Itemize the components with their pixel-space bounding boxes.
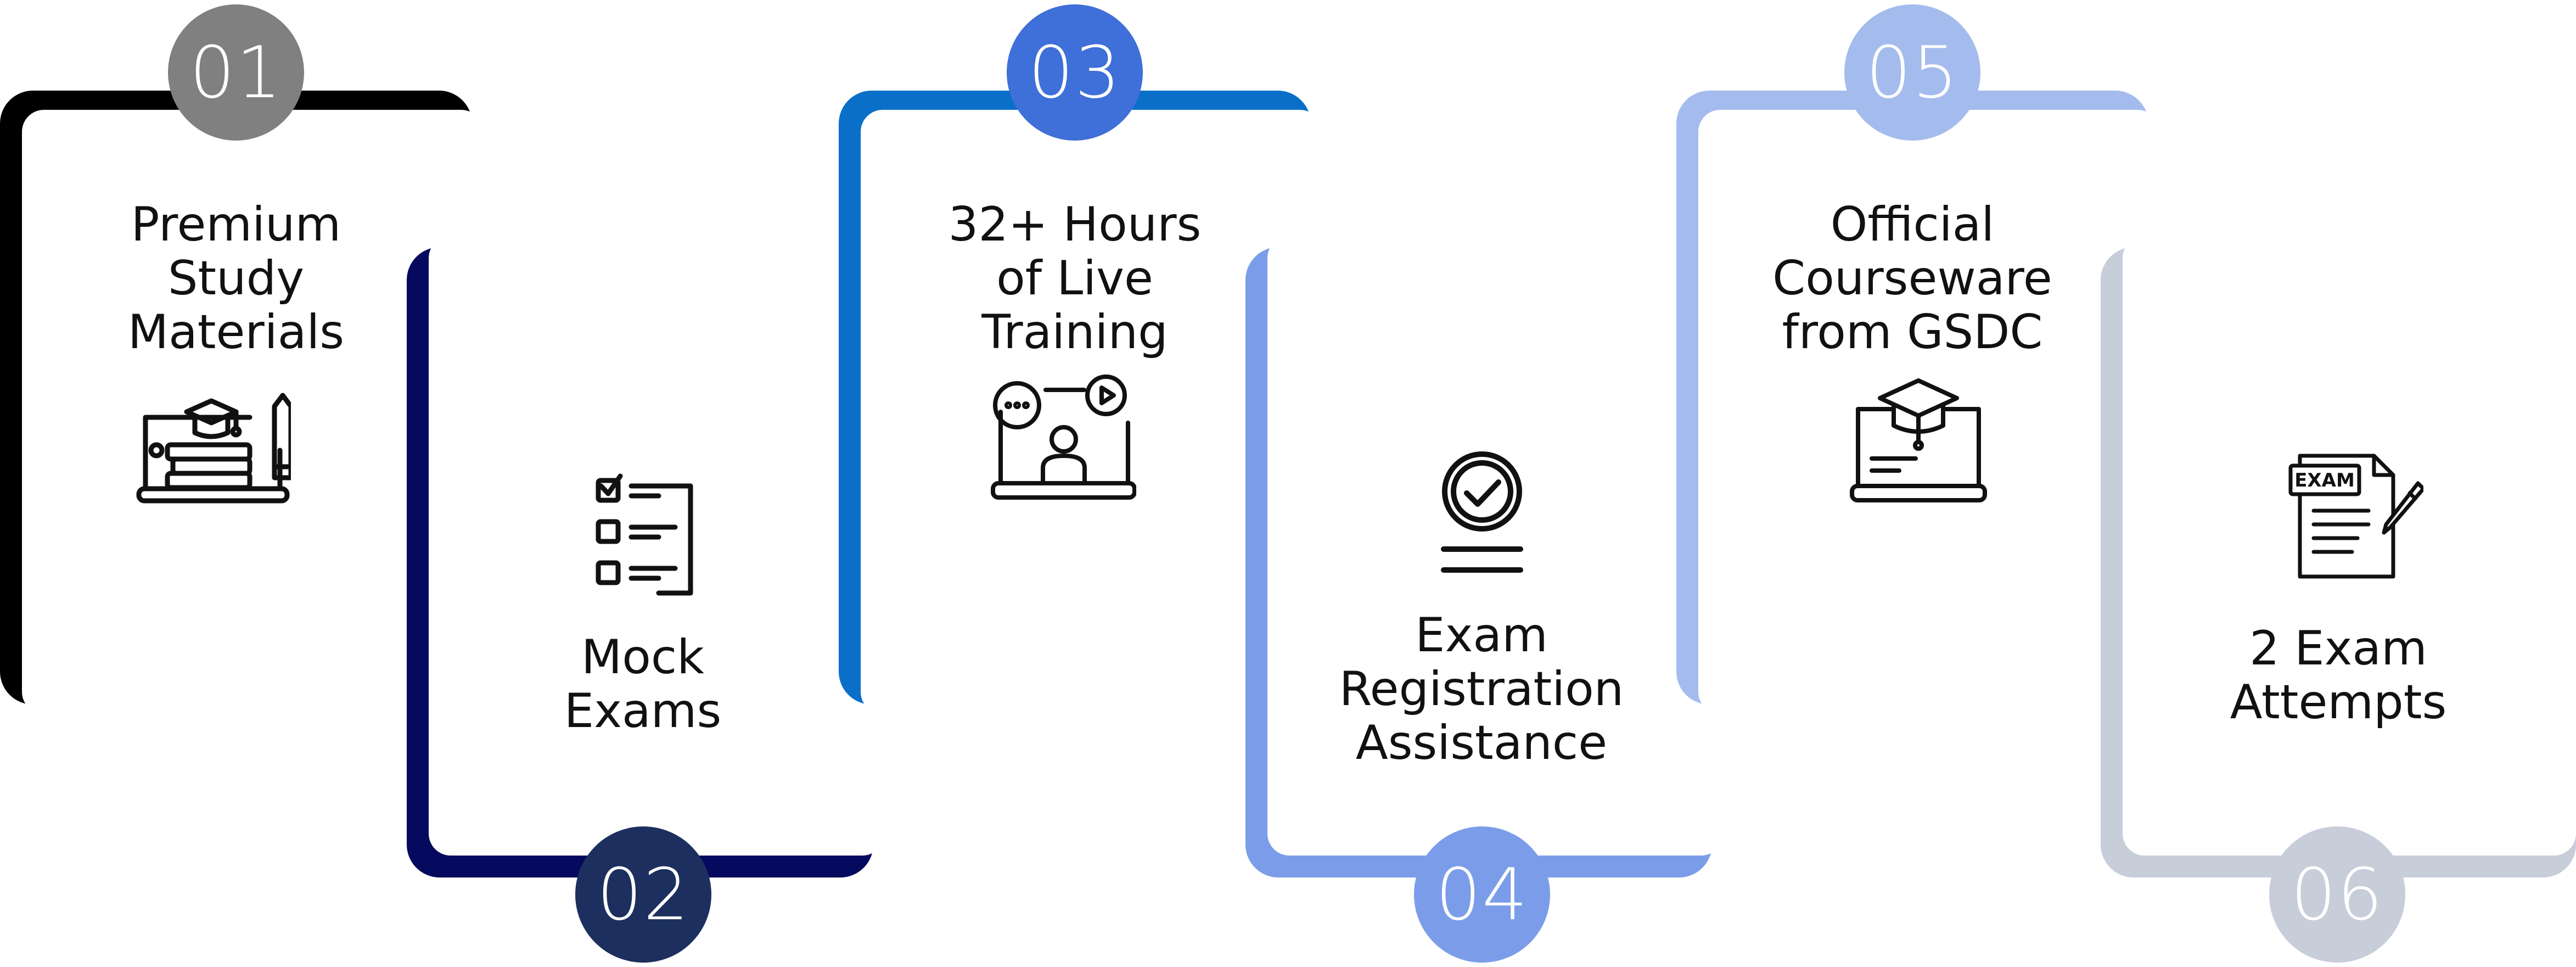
step-title-03: 32+ Hours of Live Training bbox=[948, 197, 1202, 360]
step-title-02: Mock Exams bbox=[564, 630, 722, 739]
card-inner-03 bbox=[861, 110, 1322, 714]
card-inner-02 bbox=[429, 236, 884, 856]
step-number-badge-06: 06 bbox=[2269, 826, 2405, 963]
card-inner-04 bbox=[1267, 236, 1723, 856]
step-title-01: Premium Study Materials bbox=[127, 197, 345, 360]
step-number-badge-04: 04 bbox=[1414, 826, 1550, 963]
step-title-06: 2 Exam Attempts bbox=[2230, 621, 2447, 730]
step-number-badge-02: 02 bbox=[575, 826, 711, 963]
step-number-badge-05: 05 bbox=[1844, 4, 1980, 141]
online-course-icon bbox=[1850, 376, 1987, 508]
step-title-05: Official Courseware from GSDC bbox=[1772, 197, 2052, 360]
card-inner-06 bbox=[2123, 236, 2576, 856]
exam-icon-label: EXAM bbox=[2294, 469, 2355, 491]
live-training-icon bbox=[991, 373, 1136, 508]
exam-paper-icon: EXAM bbox=[2286, 445, 2423, 582]
checklist-icon bbox=[593, 469, 697, 596]
study-materials-icon bbox=[134, 390, 291, 505]
step-title-04: Exam Registration Assistance bbox=[1339, 608, 1624, 770]
step-number-badge-01: 01 bbox=[168, 4, 304, 141]
step-number-badge-03: 03 bbox=[1007, 4, 1143, 141]
check-circle-icon bbox=[1438, 450, 1526, 582]
card-inner-01 bbox=[22, 110, 483, 714]
